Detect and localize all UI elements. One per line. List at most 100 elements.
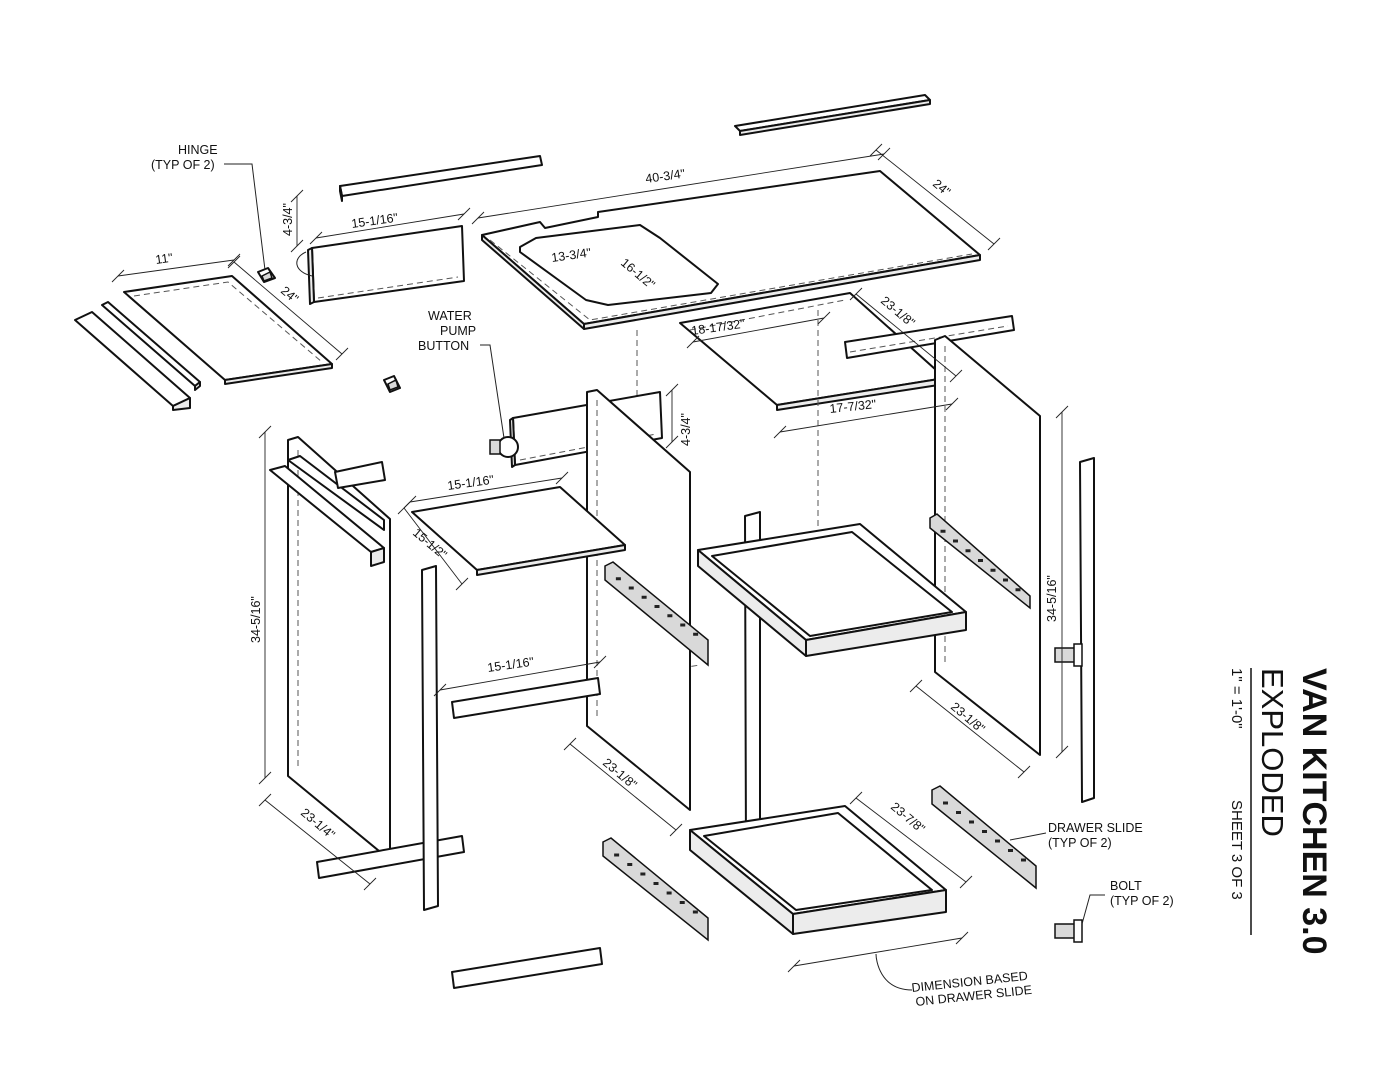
- dimension-tick: [849, 287, 863, 301]
- left-side-panel: [287, 436, 391, 861]
- slide-hole: [641, 595, 647, 599]
- dim-back-rail-height: 4-3/4": [281, 203, 295, 236]
- svg-text:(TYP OF 2): (TYP OF 2): [151, 158, 215, 172]
- slide-hole: [1021, 858, 1026, 862]
- slide-hole: [990, 568, 996, 572]
- slide-hole: [969, 820, 974, 824]
- dimension-tick: [959, 875, 973, 889]
- dimension-tick: [290, 189, 304, 203]
- leader-lines: [224, 163, 1105, 991]
- dimension-tick: [1055, 405, 1069, 419]
- drawer-slide-loose-left: [602, 837, 709, 942]
- dimension-tick: [945, 397, 959, 411]
- dimension-tick: [363, 877, 377, 891]
- slide-hole: [978, 559, 983, 562]
- small-shelf: [411, 486, 626, 576]
- drawer-slide-middle: [604, 561, 709, 667]
- dimension-tick: [563, 737, 577, 751]
- slide-hole: [615, 577, 621, 581]
- dim-drawer-depth: 23-7/8": [888, 800, 928, 836]
- dimension-tick: [258, 793, 272, 807]
- hinge-icon: [383, 375, 401, 393]
- slide-hole: [995, 839, 1000, 843]
- door-strip-inner: [101, 301, 201, 391]
- title-sub: EXPLODED: [1255, 668, 1290, 837]
- bottom-loose-rail: [451, 947, 603, 989]
- slide-hole: [628, 586, 634, 590]
- slide-hole: [1008, 849, 1013, 852]
- slide-hole: [953, 539, 958, 543]
- title-sheet: SHEET 3 OF 3: [1228, 800, 1245, 900]
- dimension-tick: [227, 253, 241, 267]
- dim-left-panel-height: 34-5/16": [249, 596, 263, 643]
- front-stile-right: [1079, 457, 1095, 803]
- upper-small-rail: [339, 155, 543, 202]
- dimension-tick: [849, 791, 863, 805]
- slide-hole: [654, 605, 660, 608]
- slide-hole: [666, 891, 672, 895]
- dimension-tick: [397, 501, 411, 515]
- svg-text:(TYP OF 2): (TYP OF 2): [1110, 894, 1174, 908]
- drawer-slide-right-upper: [929, 513, 1031, 610]
- svg-text:WATER: WATER: [428, 309, 472, 323]
- dimension-tick: [258, 771, 272, 785]
- callout-hinge: HINGE (TYP OF 2): [151, 143, 218, 172]
- dim-lower-rail-length: 15-1/16": [486, 655, 534, 675]
- dimension-tick: [949, 369, 963, 383]
- title-scale: 1" = 1'-0": [1228, 668, 1245, 729]
- dimension-tick: [877, 147, 891, 161]
- slide-hole: [614, 853, 620, 857]
- dim-pump-rail-height: 4-3/4": [679, 413, 693, 446]
- dim-right-panel-height: 34-5/16": [1045, 575, 1059, 622]
- dim-back-rail-length: 15-1/16": [350, 211, 398, 231]
- slide-hole: [679, 901, 685, 904]
- drawer-slide-loose-right: [931, 785, 1037, 890]
- dim-sink-width: 13-3/4": [550, 246, 591, 265]
- dimension-tick: [555, 471, 569, 485]
- slide-hole: [692, 910, 698, 914]
- dimension-tick: [290, 239, 304, 253]
- door-panel: [123, 275, 333, 385]
- back-rail: [307, 225, 465, 305]
- slide-hole: [1003, 578, 1008, 582]
- door-strip-outer: [74, 311, 191, 411]
- dimension-tick: [909, 679, 923, 693]
- slide-hole: [943, 801, 948, 805]
- dimension-tick: [773, 425, 787, 439]
- slide-hole: [640, 872, 646, 876]
- bolt-icon: [1054, 643, 1083, 667]
- slide-hole: [982, 830, 987, 833]
- dim-upper-shelf-inner: 17-7/32": [829, 397, 877, 416]
- dimension-tick: [817, 311, 831, 325]
- slide-hole: [940, 529, 946, 533]
- dimension-tick: [457, 207, 471, 221]
- slide-hole: [956, 811, 961, 814]
- dimension-tick: [686, 335, 700, 349]
- hinge-icon: [257, 267, 276, 283]
- dimension-tick: [258, 425, 272, 439]
- left-front-rail-lower: [287, 455, 386, 531]
- sink-cutout: [519, 224, 719, 306]
- dim-countertop-length: 40-3/4": [644, 167, 685, 186]
- title-main: VAN KITCHEN 3.0: [1295, 668, 1333, 955]
- dimension-tick: [869, 143, 883, 157]
- dimension-tick: [665, 383, 679, 397]
- countertop: [481, 170, 981, 330]
- lower-drawer: [689, 805, 947, 935]
- slide-hole: [667, 614, 673, 618]
- dimension-tick: [665, 435, 679, 449]
- dimension-tick: [593, 655, 607, 669]
- dimension-tick: [987, 237, 1001, 251]
- dimension-tick: [227, 255, 241, 269]
- dimension-tick: [309, 231, 323, 245]
- dim-door-width: 11": [154, 251, 173, 267]
- dimension-tick: [955, 931, 969, 945]
- slide-hole: [1015, 588, 1021, 592]
- bolt-icon: [1054, 919, 1083, 943]
- dimension-tick: [669, 823, 683, 837]
- callout-water-pump: WATER PUMP BUTTON: [418, 309, 476, 353]
- upper-drawer: [697, 523, 967, 657]
- top-back-rail: [734, 94, 931, 136]
- left-front-rail-upper: [269, 465, 385, 567]
- front-stile-left: [421, 565, 439, 911]
